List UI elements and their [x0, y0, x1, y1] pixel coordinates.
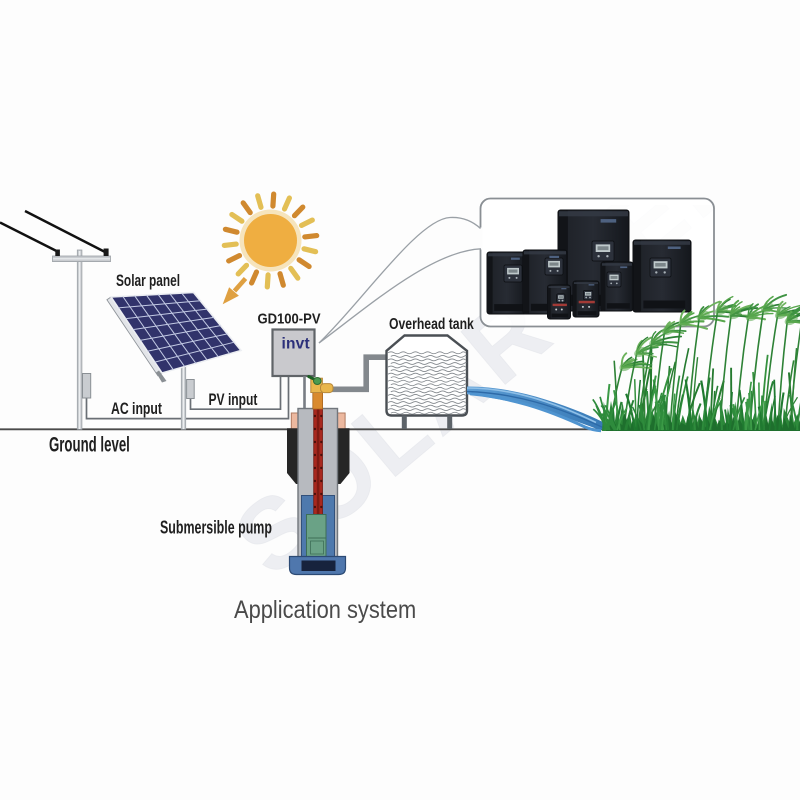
svg-text:Application system: Application system [234, 596, 416, 624]
svg-text:GD100-PV: GD100-PV [258, 311, 322, 327]
svg-text:Solar panel: Solar panel [116, 272, 180, 291]
svg-text:Submersible pump: Submersible pump [160, 518, 272, 538]
svg-text:AC input: AC input [111, 400, 162, 418]
svg-text:Overhead tank: Overhead tank [389, 316, 474, 334]
svg-text:Ground level: Ground level [49, 432, 130, 456]
svg-text:invt: invt [282, 336, 310, 353]
svg-text:PV input: PV input [209, 391, 258, 409]
